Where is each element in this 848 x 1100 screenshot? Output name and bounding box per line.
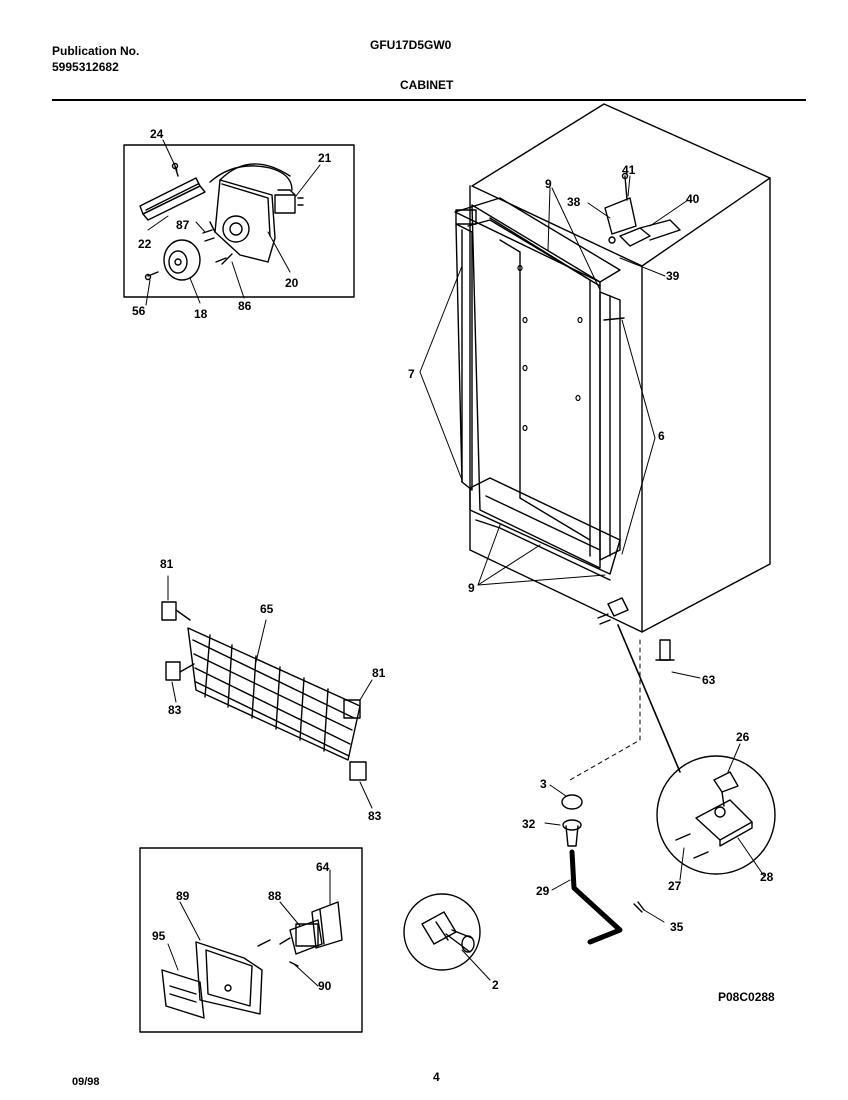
callout-18: 18 <box>194 307 208 321</box>
toe-grille <box>187 627 361 761</box>
top-hinge <box>604 172 681 247</box>
drain-plug <box>561 794 583 810</box>
callout-28: 28 <box>760 870 774 884</box>
callout-32: 32 <box>522 817 536 831</box>
publication-label: Publication No. <box>52 44 140 58</box>
light-assembly-inset-box <box>123 144 355 298</box>
callout-9-top: 9 <box>545 177 552 191</box>
hinge-detail-circle <box>656 755 776 875</box>
callout-41: 41 <box>622 163 636 177</box>
grille-clip <box>161 601 367 781</box>
drain-fitting <box>421 911 475 953</box>
callout-26: 26 <box>736 730 750 744</box>
publication-number: 5995312682 <box>52 60 119 74</box>
callout-22: 22 <box>138 237 152 251</box>
callout-87: 87 <box>176 218 190 232</box>
control-inset-box <box>139 847 363 1033</box>
callout-29: 29 <box>536 884 550 898</box>
callout-88: 88 <box>268 889 282 903</box>
breaker-strip-right <box>599 291 625 561</box>
callout-56: 56 <box>132 304 146 318</box>
drain-tube <box>569 849 623 945</box>
bottom-hinge-detail <box>675 771 753 859</box>
leveling-leg <box>655 639 701 679</box>
callout-39: 39 <box>666 269 680 283</box>
callout-65: 65 <box>260 602 274 616</box>
callout-86: 86 <box>238 299 252 313</box>
liner-holes <box>517 264 583 432</box>
control-panel <box>195 941 263 1015</box>
light-switch <box>274 189 304 214</box>
breaker-strip-bottom <box>469 477 621 581</box>
light-socket-bracket <box>209 163 291 263</box>
breaker-strip-left <box>455 223 473 491</box>
bottom-hinge-small <box>597 597 629 625</box>
section-title: CABINET <box>400 78 454 92</box>
breaker-strip-top <box>454 197 621 287</box>
light-shield <box>139 177 206 221</box>
callout-35: 35 <box>670 920 684 934</box>
drain-fitting-circle <box>403 893 481 971</box>
instruction-label <box>161 969 205 1019</box>
callout-24: 24 <box>150 127 164 141</box>
callout-63: 63 <box>702 673 716 687</box>
drain-bushing <box>562 819 582 847</box>
thermostat <box>279 919 323 955</box>
drain-clip <box>633 901 645 913</box>
callout-89: 89 <box>176 889 190 903</box>
callout-83-left: 83 <box>168 703 182 717</box>
callout-9-bottom: 9 <box>468 581 475 595</box>
leader-solid <box>617 624 681 773</box>
screw <box>144 162 233 281</box>
page-number: 4 <box>433 1070 440 1084</box>
callout-7: 7 <box>408 367 415 381</box>
wire-harness <box>209 165 293 191</box>
model-number: GFU17D5GW0 <box>370 38 452 52</box>
leader-dashed <box>569 639 641 781</box>
cabinet-liner <box>471 204 601 569</box>
lamp-bulb <box>163 239 201 281</box>
revision-date: 09/98 <box>72 1076 100 1088</box>
callout-81-right: 81 <box>372 666 386 680</box>
knob-screw <box>257 939 299 967</box>
callout-38: 38 <box>567 195 581 209</box>
callout-40: 40 <box>686 192 700 206</box>
callout-64: 64 <box>316 860 330 874</box>
callout-20: 20 <box>285 276 299 290</box>
callout-83-right: 83 <box>368 809 382 823</box>
thermostat-bracket <box>311 901 343 949</box>
callout-90: 90 <box>318 979 332 993</box>
callout-2: 2 <box>492 978 499 992</box>
drawing-code: P08C0288 <box>718 990 775 1004</box>
callout-3: 3 <box>540 777 547 791</box>
callout-6: 6 <box>658 429 665 443</box>
callout-81-left: 81 <box>160 557 174 571</box>
callout-21: 21 <box>318 151 332 165</box>
callout-27: 27 <box>668 879 682 893</box>
header-divider <box>52 99 806 101</box>
callout-95: 95 <box>152 929 166 943</box>
